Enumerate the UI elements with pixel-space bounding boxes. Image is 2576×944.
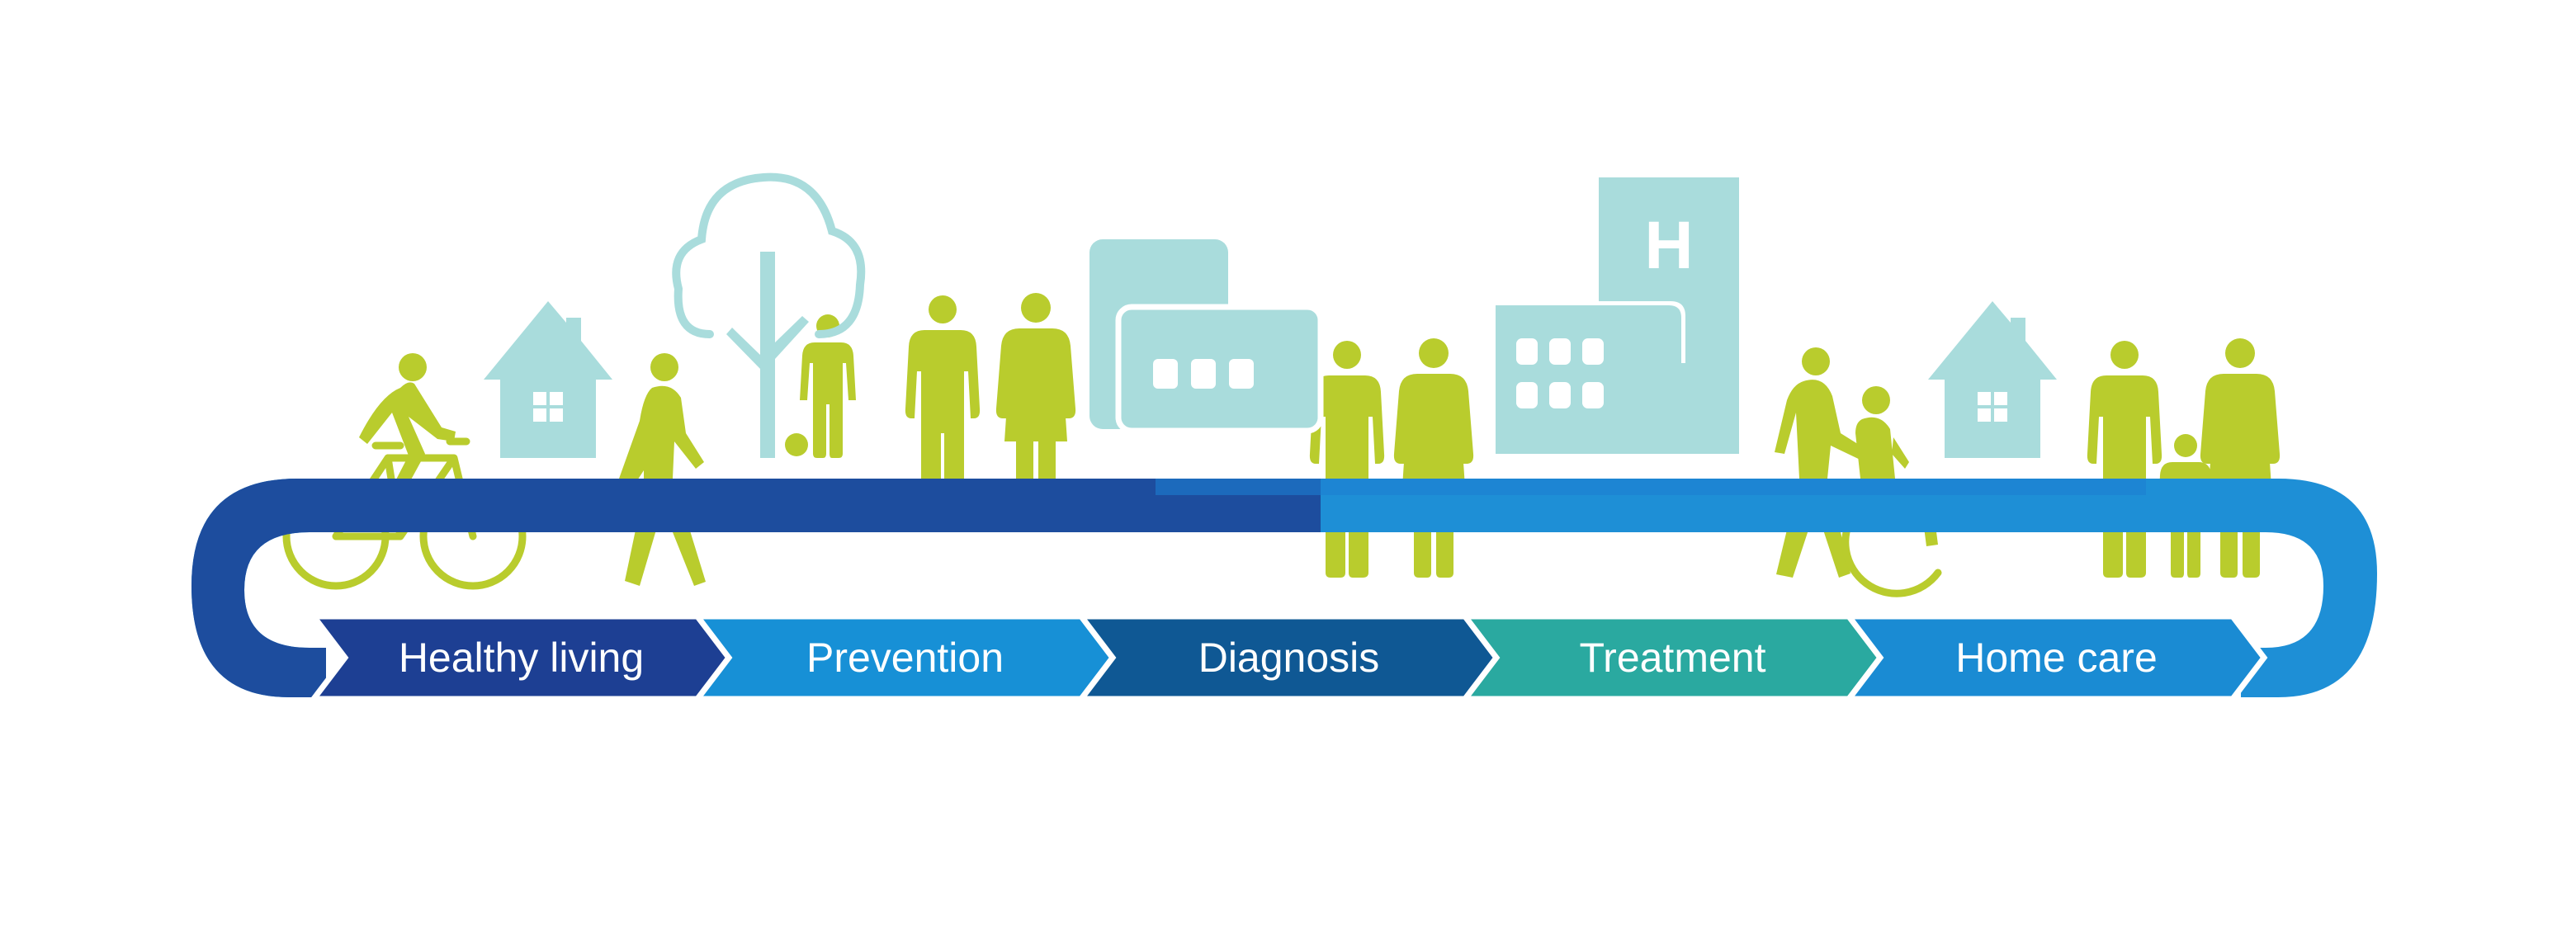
journey-step-3: Diagnosis [1081, 616, 1496, 699]
clinic-building-icon [1089, 239, 1321, 431]
walking-person-icon [619, 353, 706, 586]
hospital-building-icon: H [1496, 177, 1739, 454]
journey-steps: Healthy living Prevention Diagnosis Treatme… [314, 616, 2264, 699]
journey-step-label: Prevention [806, 635, 1004, 681]
hospital-sign: H [1644, 208, 1693, 283]
cyclist-icon [286, 353, 522, 586]
house-icon [484, 301, 612, 458]
journey-step-label: Diagnosis [1198, 635, 1380, 681]
journey-step-1: Healthy living [314, 616, 729, 699]
journey-step-2: Prevention [697, 616, 1113, 699]
journey-step-label: Treatment [1579, 635, 1765, 681]
journey-step-label: Healthy living [399, 635, 644, 681]
journey-step-5: Home care [1849, 616, 2264, 699]
house-icon [1928, 301, 2057, 458]
family-icon [2087, 338, 2280, 578]
journey-step-label: Home care [1955, 635, 2158, 681]
journey-step-4: Treatment [1465, 616, 1880, 699]
nurse-icon [1394, 338, 1473, 578]
